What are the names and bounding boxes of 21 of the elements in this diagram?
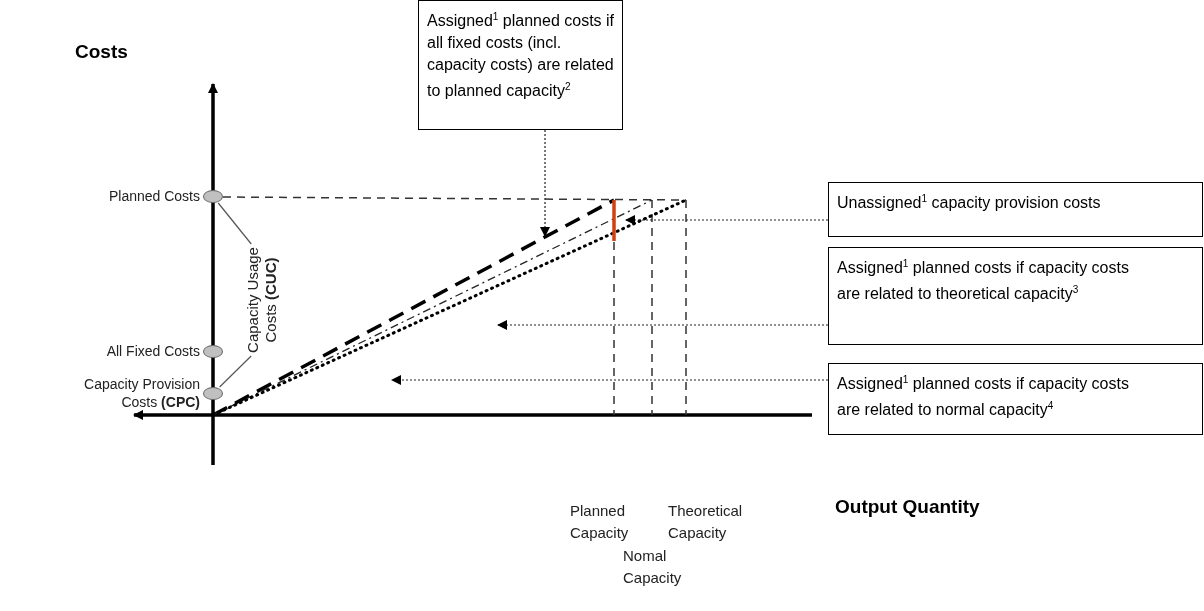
axis-title: Costs <box>75 40 128 64</box>
axis-value-label: All Fixed Costs <box>105 342 200 360</box>
marker-ellipse <box>203 345 223 358</box>
callout-box: Unassigned$^{1}$ capacity provision costs <box>828 182 1203 237</box>
marker-ellipse <box>203 190 223 203</box>
axis-title: Output Quantity <box>835 495 980 519</box>
leader-line <box>217 202 252 245</box>
callout-box: Assigned$^{1}$ planned costs if all fixed costs (incl. capacity costs) are related to planned capacity$^{2}$ <box>418 0 623 130</box>
axis-value-label: Capacity Provision Costs (CPC) <box>83 375 200 411</box>
arrow <box>391 375 829 385</box>
arrow <box>540 129 550 237</box>
tick-label: Nomal Capacity <box>623 546 683 588</box>
tick-label: Planned Capacity <box>570 501 630 543</box>
tick-label: Theoretical Capacity <box>668 501 744 543</box>
marker-ellipse <box>203 387 223 400</box>
arrow <box>497 320 829 330</box>
leader-line <box>219 355 252 388</box>
callout-box: Assigned$^{1}$ planned costs if capacity costs are related to theoretical capacity$^{3}$ <box>828 247 1203 345</box>
callout-box: Assigned$^{1}$ planned costs if capacity costs are related to normal capacity$^{4}$ <box>828 363 1203 435</box>
axis-value-label: Planned Costs <box>107 187 200 205</box>
arrow <box>625 215 829 225</box>
